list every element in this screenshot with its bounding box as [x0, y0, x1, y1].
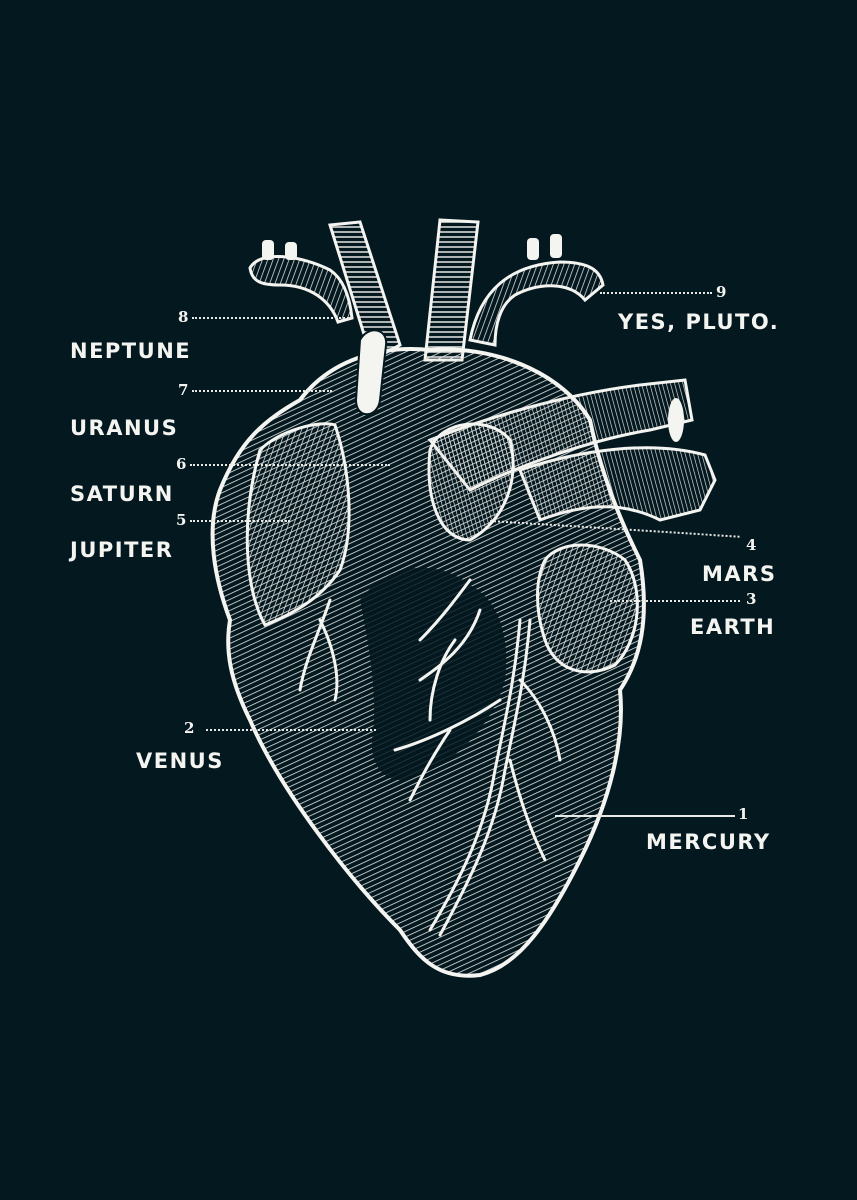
label-saturn: SATURN [70, 482, 174, 506]
label-mars: MARS [702, 562, 777, 586]
label-mercury: MERCURY [646, 830, 771, 854]
leader-line-6 [190, 464, 390, 466]
label-number-6: 6 [176, 455, 187, 473]
label-neptune: NEPTUNE [70, 339, 192, 363]
label-number-4: 4 [746, 536, 757, 554]
label-venus: VENUS [136, 749, 224, 773]
leader-line-9 [600, 292, 712, 294]
leader-line-7 [192, 390, 332, 392]
label-number-8: 8 [178, 308, 189, 326]
leader-line-5 [190, 520, 290, 522]
label-number-1: 1 [738, 805, 749, 823]
aortic-arch [468, 234, 605, 347]
left-branch-vessel [248, 240, 354, 324]
coronary-vessels [298, 578, 562, 937]
label-number-9: 9 [716, 283, 727, 301]
leader-line-3 [610, 600, 740, 602]
leader-line-8 [192, 317, 352, 319]
label-number-3: 3 [746, 590, 757, 608]
label-number-7: 7 [178, 381, 189, 399]
label-number-5: 5 [176, 511, 187, 529]
label-pluto: YES, PLUTO. [618, 310, 780, 334]
leader-line-2 [206, 729, 376, 731]
label-uranus: URANUS [70, 416, 179, 440]
label-jupiter: JUPITER [70, 538, 174, 562]
leader-line-1 [555, 815, 735, 817]
label-earth: EARTH [690, 615, 776, 639]
label-number-2: 2 [184, 719, 195, 737]
